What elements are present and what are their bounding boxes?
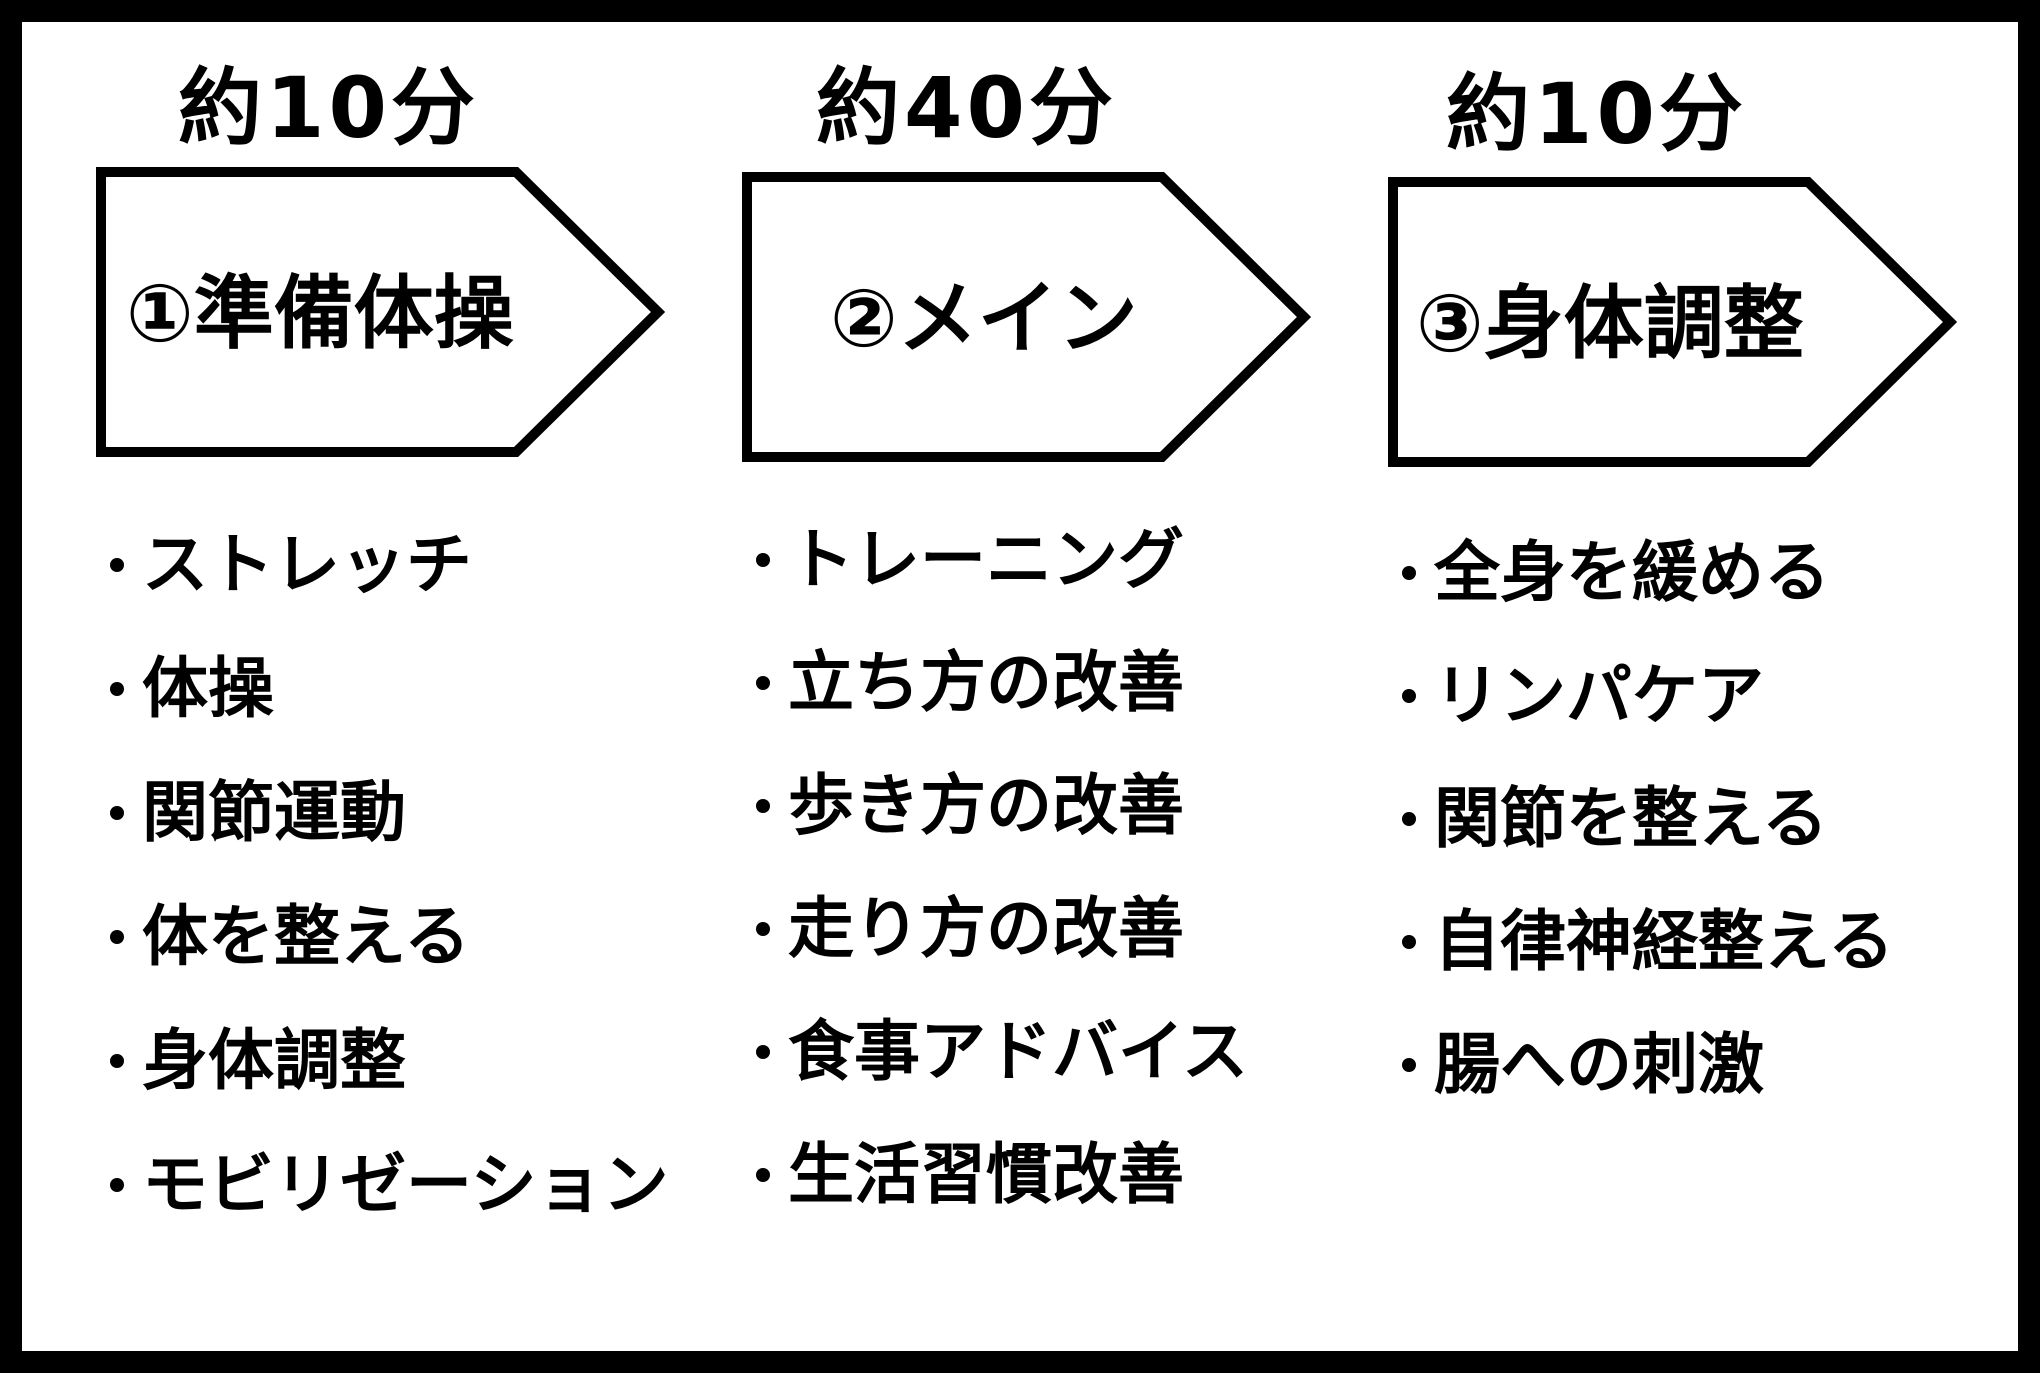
- bullet-icon: [1402, 1058, 1416, 1072]
- list-item: モビリゼーション: [110, 1152, 669, 1218]
- bullet-icon: [756, 553, 770, 567]
- list-item: 走り方の改善: [756, 896, 1248, 962]
- list-item: 立ち方の改善: [756, 650, 1248, 716]
- step-arrow-2: ②メイン: [742, 172, 1312, 462]
- step-arrow-1: ①準備体操: [96, 167, 666, 457]
- arrow-shape-icon: [96, 167, 666, 457]
- step-column-2: 約40分 ②メイン トレーニング 立ち方の改善 歩き方の改善 走り方の改善 食事…: [742, 22, 1362, 1351]
- list-item: リンパケア: [1402, 663, 1894, 729]
- list-item: 全身を緩める: [1402, 540, 1894, 606]
- step-label: ③身体調整: [1416, 277, 1804, 370]
- step-duration: 約10分: [178, 59, 479, 157]
- bullet-icon: [756, 922, 770, 936]
- step-items-list: ストレッチ 体操 関節運動 体を整える 身体調整 モビリゼーション: [110, 532, 669, 1218]
- list-item: 歩き方の改善: [756, 773, 1248, 839]
- bullet-icon: [1402, 935, 1416, 949]
- step-items-list: トレーニング 立ち方の改善 歩き方の改善 走り方の改善 食事アドバイス 生活習慣…: [756, 527, 1248, 1208]
- arrow-shape-icon: [1388, 177, 1958, 467]
- bullet-icon: [110, 1054, 124, 1068]
- step-column-1: 約10分 ①準備体操 ストレッチ 体操 関節運動 体を整える 身体調整 モビリゼ…: [96, 22, 716, 1351]
- step-arrow-3: ③身体調整: [1388, 177, 1958, 467]
- list-item: 体操: [110, 656, 669, 722]
- bullet-icon: [756, 799, 770, 813]
- bullet-icon: [110, 1178, 124, 1192]
- bullet-icon: [1402, 812, 1416, 826]
- bullet-icon: [110, 682, 124, 696]
- bullet-icon: [110, 930, 124, 944]
- step-label: ①準備体操: [126, 267, 514, 360]
- list-item: 体を整える: [110, 904, 669, 970]
- bullet-icon: [756, 676, 770, 690]
- list-item: 生活習慣改善: [756, 1142, 1248, 1208]
- bullet-icon: [756, 1045, 770, 1059]
- list-item: 食事アドバイス: [756, 1019, 1248, 1085]
- list-item: トレーニング: [756, 527, 1248, 593]
- list-item: 自律神経整える: [1402, 909, 1894, 975]
- step-label: ②メイン: [830, 272, 1138, 365]
- step-duration: 約40分: [816, 59, 1117, 157]
- diagram-panel: 約10分 ①準備体操 ストレッチ 体操 関節運動 体を整える 身体調整 モビリゼ…: [22, 22, 2018, 1351]
- list-item: 腸への刺激: [1402, 1032, 1894, 1098]
- bullet-icon: [756, 1168, 770, 1182]
- step-items-list: 全身を緩める リンパケア 関節を整える 自律神経整える 腸への刺激: [1402, 540, 1894, 1098]
- list-item: 関節運動: [110, 780, 669, 846]
- list-item: 身体調整: [110, 1028, 669, 1094]
- step-duration: 約10分: [1446, 65, 1747, 163]
- bullet-icon: [1402, 566, 1416, 580]
- bullet-icon: [110, 558, 124, 572]
- list-item: 関節を整える: [1402, 786, 1894, 852]
- list-item: ストレッチ: [110, 532, 669, 598]
- arrow-shape-icon: [742, 172, 1312, 462]
- bullet-icon: [1402, 689, 1416, 703]
- step-column-3: 約10分 ③身体調整 全身を緩める リンパケア 関節を整える 自律神経整える 腸…: [1388, 22, 2008, 1351]
- bullet-icon: [110, 806, 124, 820]
